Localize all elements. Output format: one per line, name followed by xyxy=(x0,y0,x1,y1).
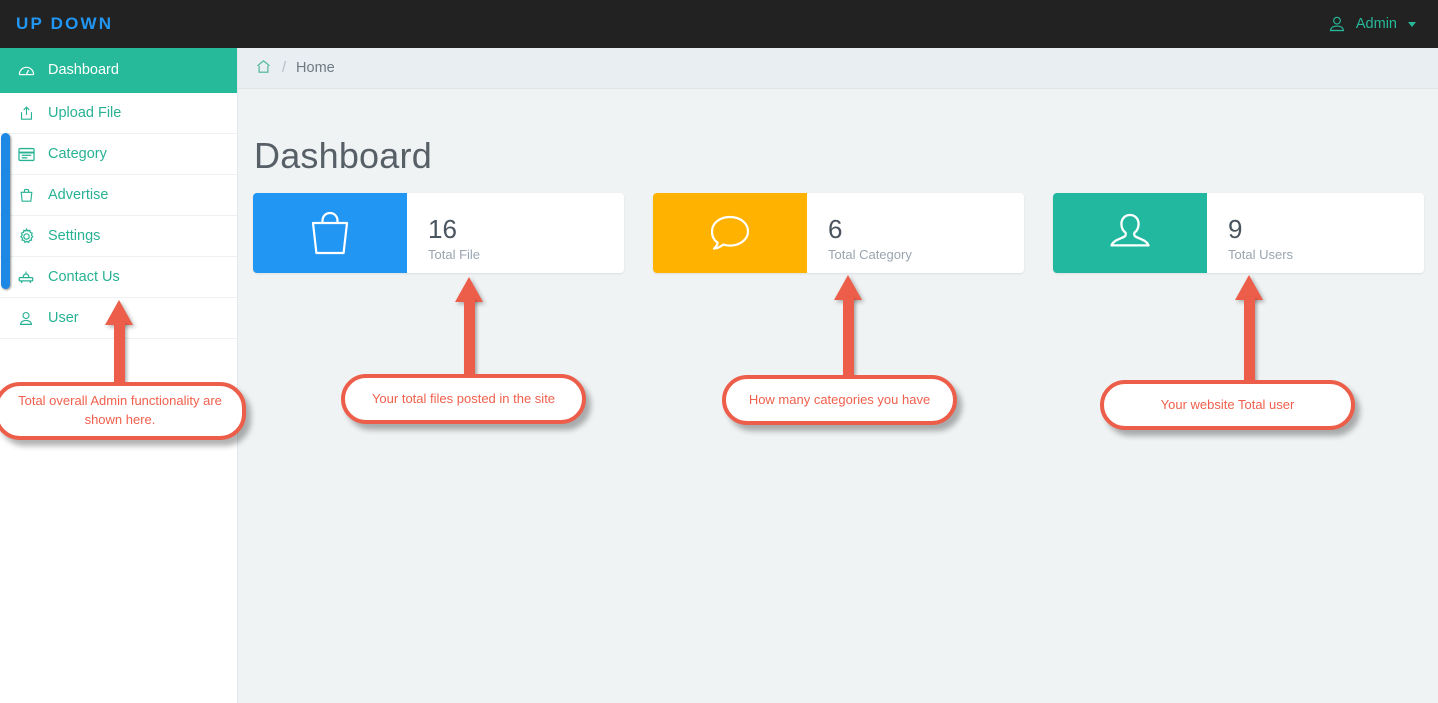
gear-icon xyxy=(16,226,36,246)
sidebar-item-label: Advertise xyxy=(48,186,109,203)
annotation-arrow-total-file xyxy=(455,277,484,382)
sidebar-item-label: Settings xyxy=(48,227,101,244)
user-icon xyxy=(1327,14,1347,34)
annotation-arrow-total-category xyxy=(834,275,863,382)
admin-label: Admin xyxy=(1355,16,1397,32)
gauge-icon xyxy=(16,60,36,80)
stat-card-total-users[interactable]: 9 Total Users xyxy=(1053,193,1424,273)
sidebar-item-label: User xyxy=(48,309,79,326)
callout-total-users: Your website Total user xyxy=(1100,380,1355,430)
sidebar-item-upload-file[interactable]: Upload File xyxy=(0,93,237,134)
stat-card-total-file[interactable]: 16 Total File xyxy=(253,193,624,273)
briefcase-icon xyxy=(16,185,36,205)
contact-desk-icon xyxy=(16,267,36,287)
stat-value: 9 xyxy=(1228,214,1243,245)
annotation-arrow-total-users xyxy=(1235,275,1264,387)
admin-menu[interactable]: Admin xyxy=(1327,14,1416,34)
chevron-down-icon xyxy=(1408,21,1416,27)
user-silhouette-icon xyxy=(1053,193,1207,273)
sidebar-item-label: Dashboard xyxy=(48,61,119,78)
breadcrumb-current: Home xyxy=(296,60,335,76)
stat-label: Total File xyxy=(428,246,481,262)
stat-label: Total Category xyxy=(828,246,912,262)
sidebar-item-label: Upload File xyxy=(48,104,122,121)
sidebar-item-advertise[interactable]: Advertise xyxy=(0,175,237,216)
top-header: UP DOWN Admin xyxy=(0,0,1438,48)
speech-bubble-icon xyxy=(653,193,807,273)
callout-sidebar: Total overall Admin functionality are sh… xyxy=(0,382,246,440)
stat-value: 16 xyxy=(428,214,457,245)
stat-label: Total Users xyxy=(1228,246,1294,262)
callout-total-category: How many categories you have xyxy=(722,375,957,425)
sidebar-item-label: Category xyxy=(48,145,107,162)
callout-total-file: Your total files posted in the site xyxy=(341,374,586,424)
breadcrumb-separator: / xyxy=(282,60,287,76)
sidebar-item-contact-us[interactable]: Contact Us xyxy=(0,257,237,298)
stat-cards: 16 Total File 6 Total Category 9 xyxy=(253,193,1424,273)
list-card-icon xyxy=(16,144,36,164)
sidebar-scrollbar-thumb[interactable] xyxy=(1,133,10,289)
home-icon[interactable] xyxy=(255,58,272,79)
app-logo[interactable]: UP DOWN xyxy=(16,14,114,33)
breadcrumb: / Home xyxy=(238,48,1438,89)
shopping-bag-icon xyxy=(253,193,407,273)
stat-card-total-category[interactable]: 6 Total Category xyxy=(653,193,1024,273)
upload-icon xyxy=(16,103,36,123)
sidebar-item-category[interactable]: Category xyxy=(0,134,237,175)
stat-value: 6 xyxy=(828,214,843,245)
sidebar-item-label: Contact Us xyxy=(48,268,120,285)
sidebar-item-dashboard[interactable]: Dashboard xyxy=(0,48,237,93)
page-title: Dashboard xyxy=(254,135,432,176)
annotation-arrow-sidebar xyxy=(105,300,134,390)
sidebar-item-settings[interactable]: Settings xyxy=(0,216,237,257)
user-icon xyxy=(16,308,36,328)
